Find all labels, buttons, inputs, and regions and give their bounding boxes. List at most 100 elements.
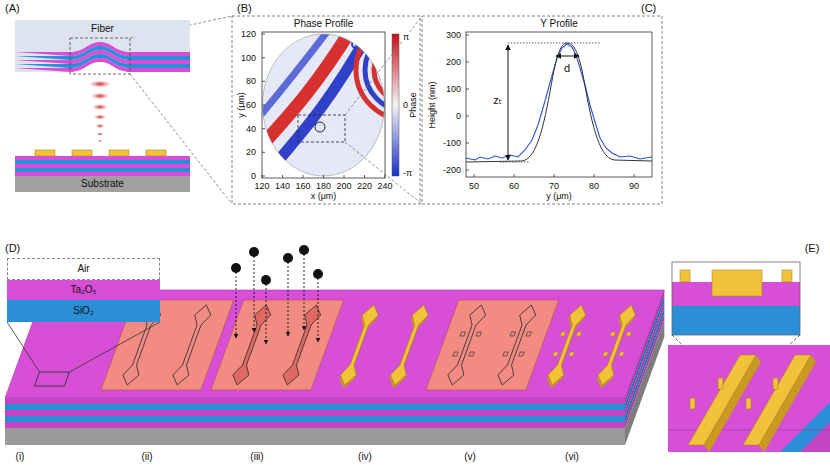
fiber-layer	[15, 58, 190, 72]
tick-label: 50	[468, 182, 480, 191]
tick-label: 140	[274, 182, 291, 191]
ion-beam	[231, 245, 323, 344]
metal-strip	[712, 270, 762, 296]
wafer-substrate	[5, 428, 625, 445]
air-gap	[70, 62, 130, 72]
fiber-body	[15, 20, 190, 72]
panel-frame	[232, 16, 420, 204]
zoom-box	[34, 372, 69, 386]
tick-label: 120	[253, 182, 270, 191]
wafer-side	[625, 314, 664, 428]
width-arrow	[556, 56, 579, 57]
wafer-side	[625, 320, 664, 445]
ta2o5-layer: Ta₂O₅	[7, 280, 160, 300]
color-bar	[392, 34, 399, 176]
tick-label: 100	[240, 53, 257, 62]
zoom-box	[298, 115, 345, 142]
phase-fringe	[356, 20, 456, 120]
reference-line	[508, 43, 600, 44]
beam-path	[266, 280, 267, 344]
axis-title: y (μm)	[545, 192, 573, 201]
step-label: (vi)	[564, 452, 580, 462]
step-label: (iii)	[249, 452, 264, 462]
wafer-side	[625, 302, 664, 416]
panel-e-art	[668, 262, 830, 452]
colorbar-label: -π	[402, 169, 413, 178]
tick-label: 220	[356, 182, 373, 191]
plot-title: Phase Profile	[293, 19, 354, 29]
metal-post	[782, 270, 792, 282]
stack-layer	[15, 160, 190, 164]
pattern-outline	[444, 305, 489, 385]
tick-label: 160	[294, 182, 311, 191]
substrate-band: Substrate	[15, 176, 190, 192]
tick-label: 20	[245, 148, 257, 157]
phase-noise	[262, 32, 385, 178]
panel-d-art	[5, 245, 664, 445]
wafer-layer	[5, 398, 625, 404]
beam-path	[318, 274, 319, 342]
fiber-band: Fiber	[15, 20, 190, 37]
ion-dot	[283, 253, 293, 263]
tick-label: 200	[445, 58, 462, 67]
tick-label: 60	[245, 101, 257, 110]
stack-layer	[15, 156, 190, 160]
tick-label: 80	[588, 182, 600, 191]
ion-dot	[299, 245, 309, 255]
metal-pattern	[594, 305, 639, 385]
wafer-layer	[5, 404, 625, 410]
aperture-edge	[263, 34, 385, 176]
panel-label: (C)	[640, 3, 657, 14]
measured-profile	[466, 44, 652, 160]
beam-spot	[98, 140, 102, 142]
phase-map	[250, 20, 456, 178]
layer-label: Air	[77, 264, 89, 274]
air-layer: Air	[7, 258, 160, 280]
tick-label: -200	[442, 166, 462, 175]
height-arrow	[508, 45, 509, 160]
ion-dot	[313, 269, 323, 279]
metal-post	[773, 378, 778, 389]
wafer-layer	[5, 410, 625, 416]
metal-post	[553, 332, 582, 356]
panel-label: (A)	[4, 3, 21, 14]
panel-label: (D)	[4, 243, 21, 254]
stack-layer	[15, 164, 190, 168]
post-outline	[503, 332, 532, 356]
stack-layer	[15, 168, 190, 172]
feature-marker	[315, 122, 325, 132]
metal-post	[690, 398, 695, 409]
tick-label: 40	[245, 124, 257, 133]
metal-pad	[146, 150, 166, 156]
ion-dot	[261, 275, 271, 285]
tick-label: 80	[245, 77, 257, 86]
wafer-top	[5, 290, 664, 398]
panel-c-art	[422, 16, 662, 204]
resist-layer	[426, 300, 559, 390]
plot-title: Y Profile	[539, 19, 579, 29]
zoom-leader	[345, 142, 422, 204]
plot-frame	[262, 32, 385, 178]
tick-label: 200	[335, 182, 352, 191]
resist-layer	[211, 300, 344, 390]
axis-title: Height (nm)	[428, 80, 437, 129]
beam-path	[254, 252, 255, 332]
beam-spot	[95, 115, 106, 120]
pattern-outline	[279, 305, 324, 385]
wafer-top-face	[5, 290, 664, 398]
wafer-layer	[5, 416, 625, 422]
inset-leader	[7, 322, 40, 372]
dimension-label: zₜ	[492, 95, 503, 106]
layer-label: Ta₂O₅	[70, 285, 96, 295]
layer-label: Fiber	[91, 24, 114, 34]
phase-fringe	[266, 38, 366, 176]
step-label: (ii)	[140, 452, 153, 462]
tick-label: 70	[548, 182, 560, 191]
tick-label: 100	[445, 85, 462, 94]
phase-ground	[262, 32, 385, 178]
beam-spot	[92, 93, 109, 99]
beam-spot	[90, 81, 110, 87]
metal-post	[746, 398, 751, 409]
metal-pad	[109, 150, 129, 156]
